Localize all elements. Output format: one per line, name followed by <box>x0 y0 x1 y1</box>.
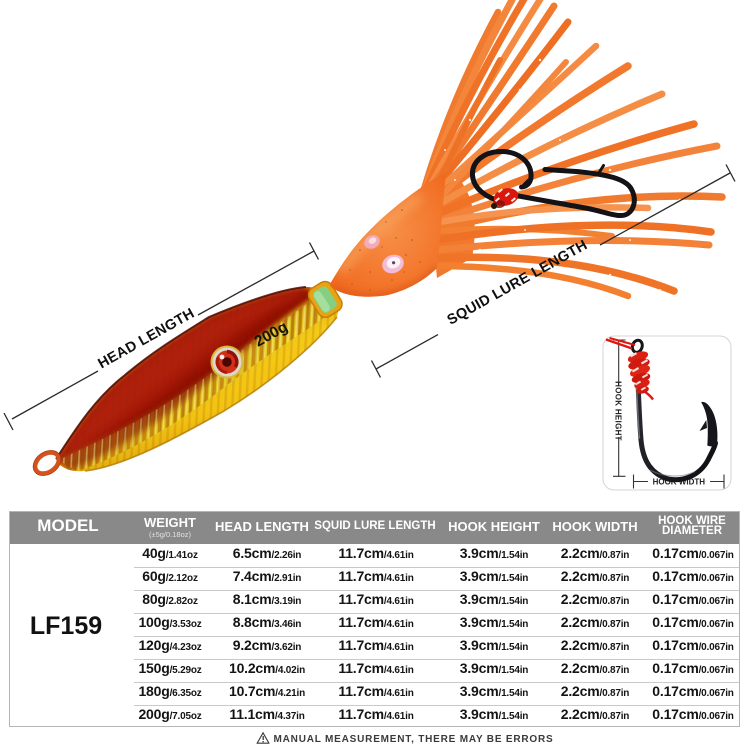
svg-text:HOOK HEIGHT: HOOK HEIGHT <box>614 381 623 441</box>
